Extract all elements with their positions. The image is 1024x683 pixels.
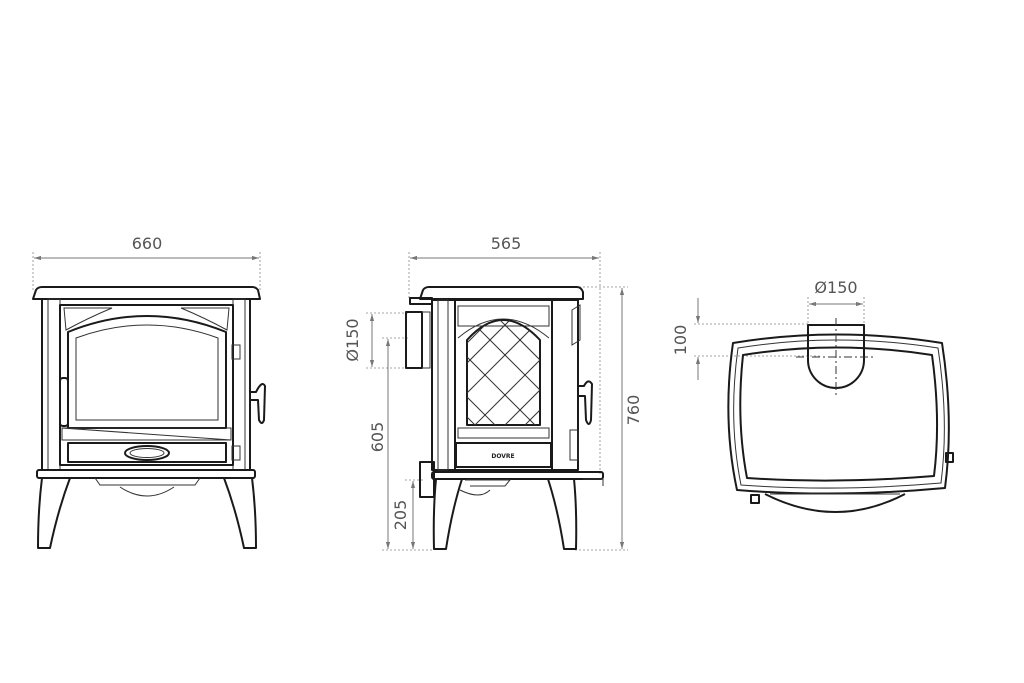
side-stove-outline: DOVRE xyxy=(405,286,604,550)
side-flue-height-label: 605 xyxy=(368,422,387,453)
leaded-glass-lattice xyxy=(467,320,540,425)
side-depth-dimension: 565 xyxy=(408,234,601,475)
top-stove-outline xyxy=(727,318,954,513)
top-flue-offset-dimension: 100 xyxy=(671,298,820,380)
front-width-dimension: 660 xyxy=(32,234,261,290)
top-flue-diameter-label: Ø150 xyxy=(814,278,857,297)
front-view: 660 xyxy=(32,234,266,549)
side-height-label: 760 xyxy=(624,395,643,426)
side-flue-height-dimension: 605 xyxy=(368,337,432,551)
side-view: 565 760 Ø150 605 205 xyxy=(343,234,643,551)
brand-logo: DOVRE xyxy=(491,453,514,460)
side-flue-diameter-label: Ø150 xyxy=(343,318,362,361)
side-outlet-height-dimension: 205 xyxy=(391,479,425,549)
top-view: Ø150 100 xyxy=(671,278,954,513)
side-flue-diameter-dimension: Ø150 xyxy=(343,312,410,369)
front-stove-outline xyxy=(32,286,266,549)
side-depth-label: 565 xyxy=(491,234,522,253)
front-width-label: 660 xyxy=(132,234,163,253)
top-flue-offset-label: 100 xyxy=(671,325,690,356)
side-outlet-height-label: 205 xyxy=(391,500,410,531)
top-flue-diameter-dimension: Ø150 xyxy=(807,278,865,325)
side-height-dimension: 760 xyxy=(575,286,643,551)
